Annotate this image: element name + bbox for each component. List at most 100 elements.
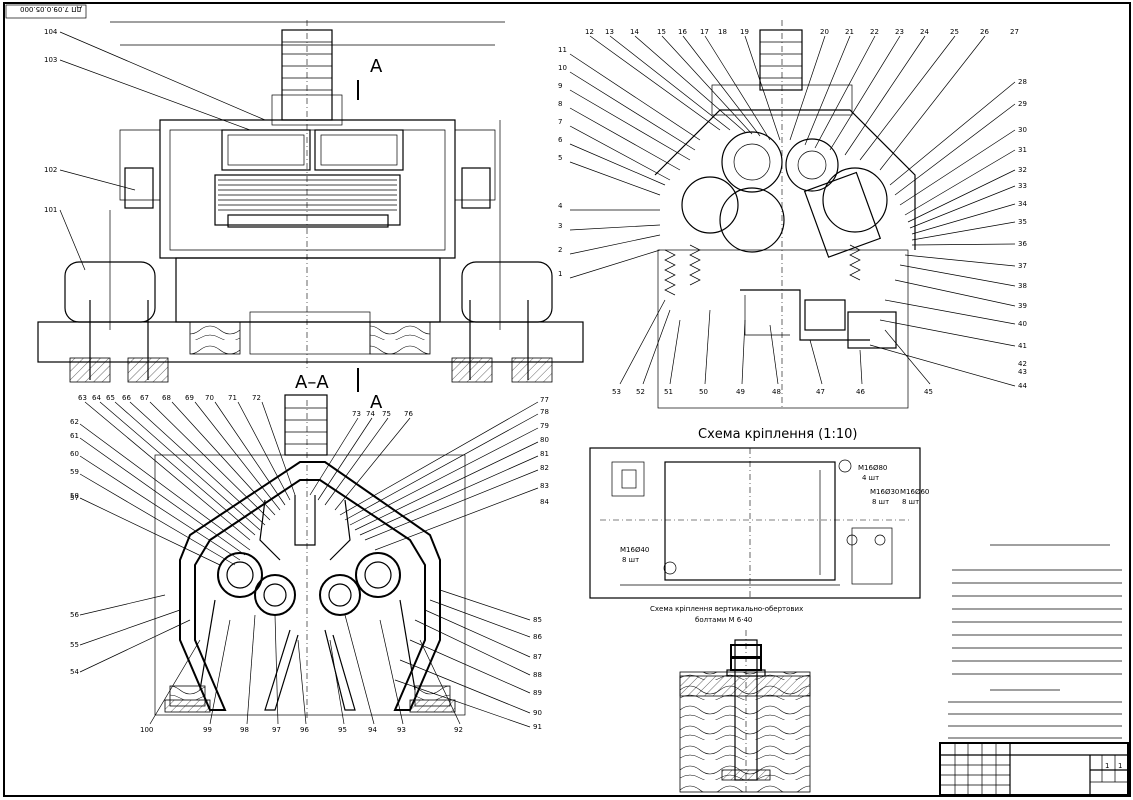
section-view: А–А A: [79, 372, 539, 728]
side-label-6: 6: [558, 136, 563, 144]
section-label-74: 74: [366, 410, 375, 418]
mount-caption-1: Схема кріплення вертикально-обертових: [650, 605, 803, 613]
section-label-98: 98: [240, 726, 249, 734]
right-tank: [461, 261, 553, 323]
section-label-95: 95: [338, 726, 347, 734]
section-label-84: 84: [540, 498, 549, 506]
section-label-64: 64: [92, 394, 101, 402]
stamp-box: [5, 4, 87, 19]
side-label-9: 9: [558, 82, 562, 90]
section-roller-2: [254, 574, 296, 616]
side-label-45: 45: [924, 388, 933, 396]
side-label-11: 11: [558, 46, 567, 54]
front-label-101: 101: [44, 206, 57, 214]
section-label-70: 70: [205, 394, 214, 402]
side-drum-4: [719, 187, 785, 253]
side-label-51: 51: [664, 388, 673, 396]
mount-title: Схема кріплення (1:10): [698, 427, 858, 442]
section-label-58: 58: [70, 492, 79, 500]
side-label-17: 17: [700, 28, 709, 36]
section-label-71: 71: [228, 394, 237, 402]
title-sheets: 1: [1118, 762, 1122, 770]
section-label-69: 69: [185, 394, 194, 402]
section-label-99: 99: [203, 726, 212, 734]
side-label-42: 42: [1018, 360, 1027, 368]
section-label-80: 80: [540, 436, 549, 444]
front-label-104: 104: [44, 28, 58, 36]
section-label-76: 76: [404, 410, 413, 418]
side-label-44: 44: [1018, 382, 1027, 390]
section-label-68: 68: [162, 394, 171, 402]
side-view-labels: 12 13 14 15 16 17 18 19 20 21 22 23 24 2…: [558, 28, 1027, 396]
section-roller-4: [355, 552, 401, 598]
sheet-frame: [3, 2, 1131, 797]
section-label-67: 67: [140, 394, 149, 402]
side-label-50: 50: [699, 388, 708, 396]
section-label-57: 57: [70, 494, 79, 502]
side-label-25: 25: [950, 28, 959, 36]
mount-callout-3: М16Ø60: [900, 488, 929, 496]
side-label-23: 23: [895, 28, 904, 36]
section-label-91: 91: [533, 723, 542, 731]
section-label-90: 90: [533, 709, 542, 717]
section-cut-label: A: [370, 392, 383, 413]
side-label-19: 19: [740, 28, 749, 36]
side-label-4: 4: [558, 202, 563, 210]
section-label-92: 92: [454, 726, 463, 734]
front-label-102: 102: [44, 166, 57, 174]
side-label-30: 30: [1018, 126, 1027, 134]
side-label-12: 12: [585, 28, 594, 36]
side-label-16: 16: [678, 28, 687, 36]
section-label-61: 61: [70, 432, 79, 440]
side-drum-2: [785, 138, 839, 192]
section-label-56: 56: [70, 611, 79, 619]
front-grille: [218, 179, 397, 211]
side-label-15: 15: [657, 28, 666, 36]
side-label-32: 32: [1018, 166, 1027, 174]
side-label-53: 53: [612, 388, 621, 396]
side-label-20: 20: [820, 28, 829, 36]
side-label-47: 47: [816, 388, 825, 396]
bolt-detail: [679, 630, 811, 795]
mount-callout-1-qty: 4 шт: [862, 474, 879, 482]
section-label-79: 79: [540, 422, 549, 430]
title-sheet: 1: [1105, 762, 1109, 770]
side-label-7: 7: [558, 118, 562, 126]
front-floor: [37, 321, 584, 363]
section-label-100: 100: [140, 726, 153, 734]
side-label-33: 33: [1018, 182, 1027, 190]
front-view: A 104 103 102 101: [37, 20, 584, 392]
side-label-28: 28: [1018, 78, 1027, 86]
section-roller-3: [319, 574, 361, 616]
front-label-103: 103: [44, 56, 57, 64]
side-label-48: 48: [772, 388, 781, 396]
section-label-65: 65: [106, 394, 115, 402]
section-label-81: 81: [540, 450, 549, 458]
side-label-2: 2: [558, 246, 562, 254]
section-label-66: 66: [122, 394, 131, 402]
section-label-88: 88: [533, 671, 542, 679]
side-label-46: 46: [856, 388, 865, 396]
section-label-62: 62: [70, 418, 79, 426]
front-cut-label-top: A: [370, 56, 383, 77]
section-label-75: 75: [382, 410, 391, 418]
side-label-8: 8: [558, 100, 562, 108]
section-roller-1: [217, 552, 263, 598]
side-label-49: 49: [736, 388, 745, 396]
section-view-labels: 63 64 65 66 67 68 69 70 71 72 73 74 75 7…: [70, 394, 549, 734]
section-label-54: 54: [70, 668, 79, 676]
side-label-13: 13: [605, 28, 614, 36]
section-title: А–А: [295, 372, 329, 393]
side-label-43: 43: [1018, 368, 1027, 376]
side-label-31: 31: [1018, 146, 1027, 154]
stamp-code: ДП 7.09.0.05.000: [20, 5, 82, 13]
side-label-41: 41: [1018, 342, 1027, 350]
section-label-94: 94: [368, 726, 377, 734]
side-label-39: 39: [1018, 302, 1027, 310]
section-label-86: 86: [533, 633, 542, 641]
section-label-63: 63: [78, 394, 87, 402]
section-label-93: 93: [397, 726, 406, 734]
side-label-36: 36: [1018, 240, 1027, 248]
section-label-83: 83: [540, 482, 549, 490]
